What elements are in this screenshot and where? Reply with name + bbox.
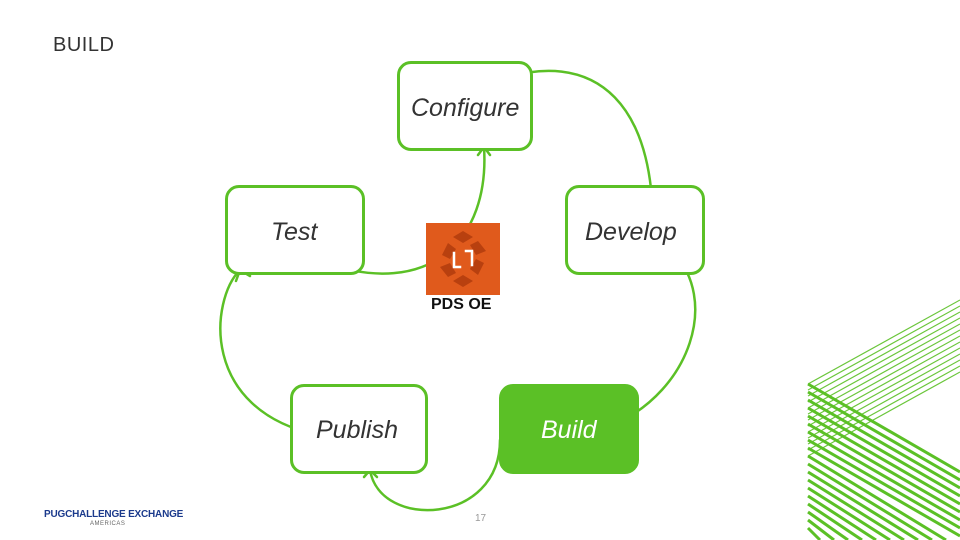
node-test[interactable]: Test [225, 185, 365, 275]
logo-subtext: AMERICAS [90, 521, 126, 527]
node-test-label: Test [271, 218, 318, 246]
logo-wordmark: PUGCHALLENGE EXCHANGE [44, 509, 184, 520]
node-configure-label: Configure [411, 94, 520, 122]
node-configure[interactable]: Configure [397, 61, 533, 151]
arrow-build-to-publish [368, 438, 502, 512]
node-build[interactable]: Build [499, 384, 639, 474]
node-develop[interactable]: Develop [565, 185, 705, 275]
node-publish-label: Publish [316, 416, 398, 444]
slide-title: BUILD [53, 34, 115, 56]
node-build-label: Build [541, 416, 597, 444]
node-publish[interactable]: Publish [290, 384, 428, 474]
arrow-publish-to-test [219, 268, 320, 437]
page-number: 17 [475, 513, 487, 524]
center-label: PDS OE [431, 296, 492, 313]
pds-oe-logo [426, 223, 500, 295]
node-develop-label: Develop [585, 218, 677, 246]
